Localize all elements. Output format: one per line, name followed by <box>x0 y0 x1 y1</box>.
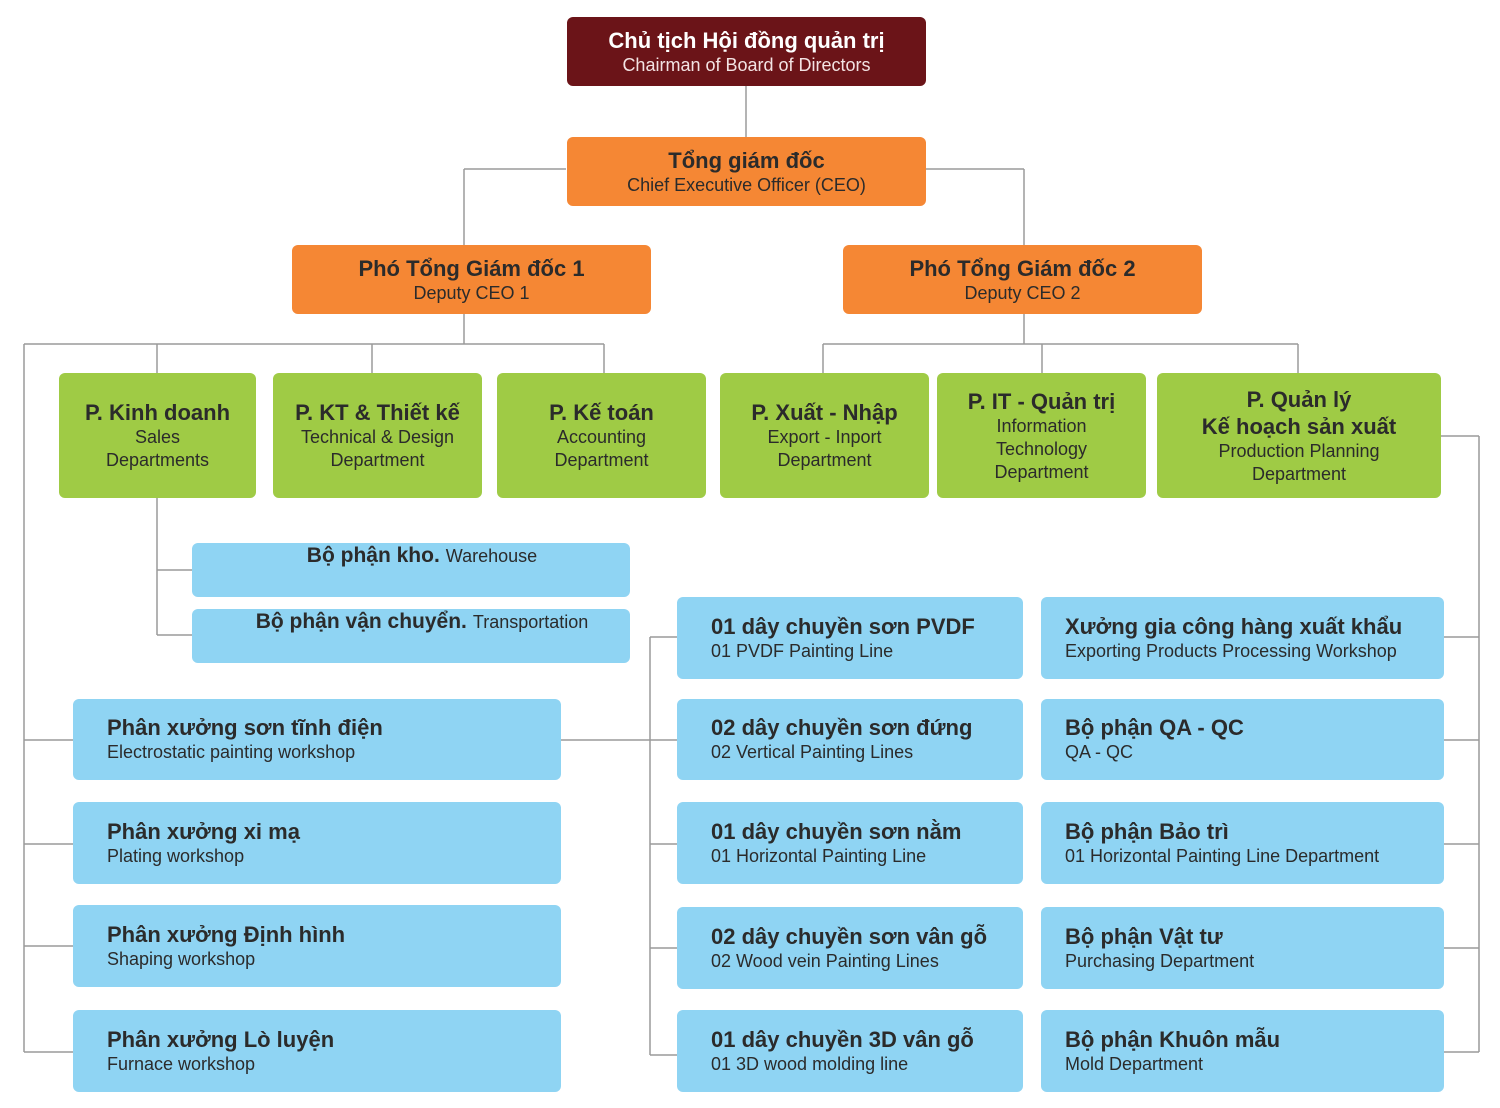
unit-title: Bộ phận QA - QC <box>1065 715 1244 740</box>
dept-title: Kế hoạch sản xuất <box>1201 413 1397 439</box>
unit-mold: Bộ phận Khuôn mẫu Mold Department <box>1041 1010 1444 1092</box>
dept-sales: P. Kinh doanh Sales Departments <box>59 373 256 498</box>
chairman-title: Chủ tịch Hội đồng quản trị <box>608 27 885 53</box>
dept-subtitle: Departments <box>105 450 210 470</box>
unit-maintenance: Bộ phận Bảo trì 01 Horizontal Painting L… <box>1041 802 1444 884</box>
unit-title: Bộ phận Vật tư <box>1065 923 1223 949</box>
dept-subtitle: Department <box>777 450 872 470</box>
unit-subtitle: Mold Department <box>1065 1053 1204 1074</box>
dept-subtitle: Department <box>554 450 649 470</box>
unit-transportation: Bộ phận vận chuyển. Transportation <box>192 609 630 663</box>
workshop-title: Phân xưởng sơn tĩnh điện <box>107 715 383 740</box>
line-subtitle: 01 Horizontal Painting Line <box>711 845 927 866</box>
workshop-plating: Phân xưởng xi mạ Plating workshop <box>73 802 561 884</box>
deputy-ceo-1-subtitle: Deputy CEO 1 <box>413 282 530 303</box>
dept-title: P. KT & Thiết kế <box>295 400 460 425</box>
workshop-title: Phân xưởng xi mạ <box>107 818 300 844</box>
unit-subtitle: Purchasing Department <box>1065 950 1255 971</box>
unit-title: Bộ phận Khuôn mẫu <box>1065 1026 1281 1052</box>
workshop-furnace: Phân xưởng Lò luyện Furnace workshop <box>73 1010 561 1092</box>
deputy-ceo-1-box: Phó Tổng Giám đốc 1 Deputy CEO 1 <box>292 245 651 314</box>
line-3d-wood: 01 dây chuyền 3D vân gỗ 01 3D wood moldi… <box>677 1010 1023 1092</box>
unit-title: Bộ phận kho. <box>306 544 440 567</box>
unit-title: Bộ phận vận chuyển. <box>255 610 467 633</box>
dept-subtitle: Information <box>996 415 1087 436</box>
dept-production-planning: P. Quản lý Kế hoạch sản xuất Production … <box>1157 373 1441 498</box>
unit-export-workshop: Xưởng gia công hàng xuất khẩu Exporting … <box>1041 597 1444 679</box>
line-title: 01 dây chuyền sơn PVDF <box>711 613 975 639</box>
unit-subtitle: Warehouse <box>445 546 538 566</box>
unit-warehouse: Bộ phận kho. Warehouse <box>192 543 630 597</box>
dept-subtitle: Department <box>330 450 425 470</box>
workshop-title: Phân xưởng Định hình <box>107 921 346 947</box>
line-subtitle: 01 PVDF Painting Line <box>711 640 894 661</box>
dept-subtitle: Department <box>994 461 1089 482</box>
dept-title: P. Quản lý <box>1246 386 1352 412</box>
dept-title: P. Kinh doanh <box>84 400 231 425</box>
line-subtitle: 02 Wood vein Painting Lines <box>711 950 939 971</box>
dept-export-import: P. Xuất - Nhập Export - Inport Departmen… <box>720 373 929 498</box>
unit-subtitle: Transportation <box>472 612 589 632</box>
line-wood-vein: 02 dây chuyền sơn vân gỗ 02 Wood vein Pa… <box>677 907 1023 989</box>
dept-subtitle: Production Planning <box>1218 440 1380 461</box>
dept-subtitle: Accounting <box>556 427 647 447</box>
unit-qa-qc: Bộ phận QA - QC QA - QC <box>1041 699 1444 780</box>
workshop-subtitle: Furnace workshop <box>107 1053 256 1074</box>
dept-title: P. IT - Quản trị <box>967 388 1116 414</box>
line-subtitle: 02 Vertical Painting Lines <box>711 742 914 762</box>
deputy-ceo-1-title: Phó Tổng Giám đốc 1 <box>358 255 585 281</box>
deputy-ceo-2-box: Phó Tổng Giám đốc 2 Deputy CEO 2 <box>843 245 1202 314</box>
unit-title: Bộ phận Bảo trì <box>1065 818 1229 844</box>
dept-it: P. IT - Quản trị Information Technology … <box>937 373 1146 498</box>
line-vertical: 02 dây chuyền sơn đứng 02 Vertical Paint… <box>677 699 1023 780</box>
workshop-subtitle: Electrostatic painting workshop <box>107 742 356 762</box>
dept-title: P. Kế toán <box>549 400 654 425</box>
dept-title: P. Xuất - Nhập <box>751 400 898 425</box>
unit-subtitle: Exporting Products Processing Workshop <box>1065 640 1397 661</box>
line-title: 02 dây chuyền sơn đứng <box>711 715 973 740</box>
chairman-box: Chủ tịch Hội đồng quản trị Chairman of B… <box>567 17 926 86</box>
workshop-subtitle: Shaping workshop <box>107 948 256 969</box>
unit-title: Xưởng gia công hàng xuất khẩu <box>1065 613 1403 639</box>
ceo-title: Tổng giám đốc <box>668 147 825 173</box>
unit-purchasing: Bộ phận Vật tư Purchasing Department <box>1041 907 1444 989</box>
dept-subtitle: Technical & Design <box>300 427 455 447</box>
line-horizontal: 01 dây chuyền sơn nằm 01 Horizontal Pain… <box>677 802 1023 884</box>
line-pvdf: 01 dây chuyền sơn PVDF 01 PVDF Painting … <box>677 597 1023 679</box>
chairman-subtitle: Chairman of Board of Directors <box>622 54 871 75</box>
dept-subtitle: Department <box>1251 463 1347 484</box>
ceo-box: Tổng giám đốc Chief Executive Officer (C… <box>567 137 926 206</box>
unit-subtitle: 01 Horizontal Painting Line Department <box>1065 845 1380 866</box>
dept-technical-design: P. KT & Thiết kế Technical & Design Depa… <box>273 373 482 498</box>
workshop-shaping: Phân xưởng Định hình Shaping workshop <box>73 905 561 987</box>
workshop-subtitle: Plating workshop <box>107 845 245 866</box>
line-subtitle: 01 3D wood molding line <box>711 1053 909 1074</box>
line-title: 01 dây chuyền sơn nằm <box>711 818 962 844</box>
line-title: 01 dây chuyền 3D vân gỗ <box>711 1026 974 1052</box>
dept-accounting: P. Kế toán Accounting Department <box>497 373 706 498</box>
line-title: 02 dây chuyền sơn vân gỗ <box>711 923 988 949</box>
unit-subtitle: QA - QC <box>1065 742 1134 762</box>
dept-subtitle: Technology <box>995 438 1088 459</box>
ceo-subtitle: Chief Executive Officer (CEO) <box>627 174 866 195</box>
deputy-ceo-2-subtitle: Deputy CEO 2 <box>964 282 1081 303</box>
deputy-ceo-2-title: Phó Tổng Giám đốc 2 <box>909 255 1136 281</box>
dept-subtitle: Sales <box>134 427 181 447</box>
workshop-title: Phân xưởng Lò luyện <box>107 1026 335 1052</box>
dept-subtitle: Export - Inport <box>767 427 882 447</box>
workshop-electrostatic: Phân xưởng sơn tĩnh điện Electrostatic p… <box>73 699 561 780</box>
